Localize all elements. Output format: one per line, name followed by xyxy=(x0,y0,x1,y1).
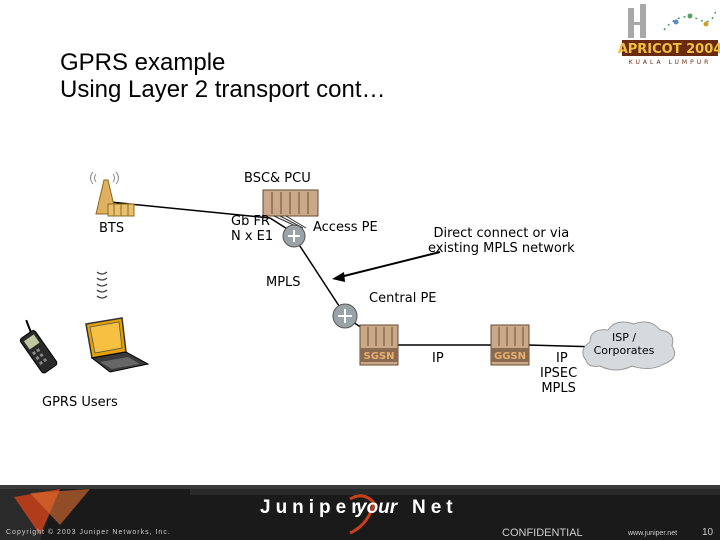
server-rack-icon: GGSN xyxy=(490,324,530,366)
gbfr-label: Gb FR N x E1 xyxy=(231,214,273,244)
footer-graphic xyxy=(0,485,720,540)
server-rack-icon: SGSN xyxy=(359,324,399,366)
brand-net: Net xyxy=(412,497,458,518)
website-label: www.juniper.net xyxy=(628,530,678,537)
phone-icon xyxy=(19,319,58,374)
ip-ipsec-mpls-label: IP IPSEC MPLS xyxy=(540,351,577,396)
ip-line: IP xyxy=(556,351,568,366)
direct-line-2: existing MPLS network xyxy=(428,241,575,256)
apricot-logo: APRICOT 2004 KUALA LUMPUR xyxy=(618,4,720,66)
router-icon xyxy=(282,224,306,248)
mpls-label: MPLS xyxy=(266,275,301,290)
title-line-1: GPRS example xyxy=(60,49,226,76)
sgsn-label: SGSN xyxy=(364,351,395,362)
gprs-users-label: GPRS Users xyxy=(42,395,118,410)
router-icon xyxy=(332,303,358,329)
central-pe-label: Central PE xyxy=(369,291,437,306)
isp-line-2: Corporates xyxy=(593,344,655,357)
antenna-tower-icon xyxy=(90,171,135,217)
arrow-direct xyxy=(332,251,441,282)
ip-label: IP xyxy=(432,351,444,366)
mpls-line: MPLS xyxy=(541,381,576,396)
title-line-2: Using Layer 2 transport cont… xyxy=(60,76,386,103)
logo-text: APRICOT 2004 xyxy=(618,42,720,57)
brand-juniper: Juniper xyxy=(260,497,364,518)
bsc-label: BSC& PCU xyxy=(244,171,311,186)
bts-label: BTS xyxy=(99,221,125,236)
copyright: Copyright © 2003 Juniper Networks, Inc. xyxy=(6,529,171,536)
confidential-label: CONFIDENTIAL xyxy=(502,527,583,539)
ggsn-label: GGSN xyxy=(494,351,526,362)
isp-label: ISP / Corporates xyxy=(592,331,656,357)
cloud-icon xyxy=(582,321,676,371)
direct-connect-label: Direct connect or via existing MPLS netw… xyxy=(428,226,575,256)
footer-banner: Juniper your Net Copyright © 2003 Junipe… xyxy=(0,485,720,540)
logo-subtext: KUALA LUMPUR xyxy=(629,59,712,66)
ipsec-line: IPSEC xyxy=(540,366,578,381)
direct-line-1: Direct connect or via xyxy=(433,226,570,241)
access-pe-label: Access PE xyxy=(313,220,378,235)
gbfr-line-2: N x E1 xyxy=(231,229,274,244)
slide-title: GPRS example Using Layer 2 transport con… xyxy=(60,49,386,103)
wireless-signal-icon xyxy=(96,271,108,299)
isp-line-1: ISP / xyxy=(611,331,637,344)
gbfr-line-1: Gb FR xyxy=(231,214,270,229)
laptop-icon xyxy=(85,317,150,373)
brand-your: your xyxy=(356,497,398,518)
page-number: 10 xyxy=(702,527,714,538)
